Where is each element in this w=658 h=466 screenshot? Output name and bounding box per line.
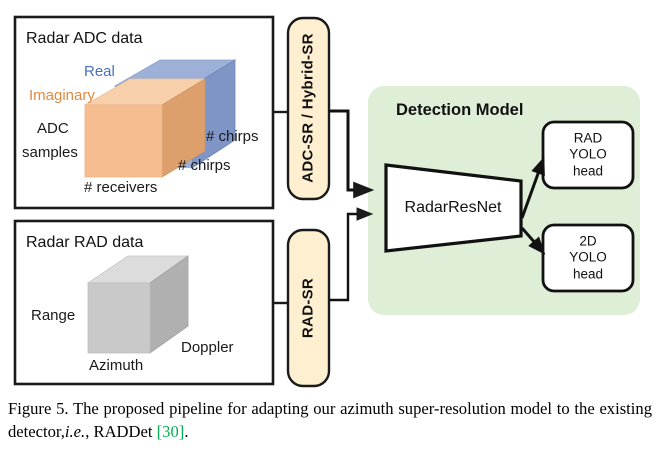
- figure-diagram: Radar ADC data Real Imaginary ADC sample…: [13, 15, 640, 388]
- label-receivers: # receivers: [84, 179, 158, 196]
- label-adc-samples-line2: samples: [22, 144, 78, 161]
- adc-panel-title: Radar ADC data: [26, 30, 143, 47]
- rad-yolo-head-label: RAD YOLO head: [569, 130, 607, 179]
- pill-adc-sr-hybrid-sr[interactable]: [286, 16, 331, 201]
- label-real: Real: [84, 63, 115, 80]
- caption-italic: i.e.: [64, 421, 86, 441]
- yolo-2d-head-line3: head: [572, 266, 604, 282]
- label-azimuth: Azimuth: [89, 357, 144, 374]
- label-range: Range: [31, 307, 76, 324]
- rad-panel-title: Radar RAD data: [26, 234, 144, 251]
- caption-prefix: Figure 5.: [8, 399, 69, 418]
- yolo-2d-head-line1: 2D: [579, 233, 597, 249]
- rad-data-panel: [13, 219, 275, 386]
- connector-lines: [273, 110, 288, 305]
- caption-suffix: .: [184, 421, 189, 441]
- rad-yolo-head-line1: RAD: [573, 130, 603, 146]
- rad-cube: [86, 255, 190, 354]
- label-doppler: Doppler: [181, 339, 234, 356]
- adc-imaginary-cube: [83, 78, 207, 178]
- label-adc-samples-line1: ADC: [37, 120, 69, 137]
- caption-body-1: The proposed pipeline for adapting our a…: [8, 399, 652, 441]
- rad-yolo-head-box[interactable]: [541, 120, 635, 190]
- label-chirps-lower: # chirps: [178, 157, 231, 174]
- rad-yolo-head-line3: head: [572, 163, 604, 179]
- yolo-2d-head-box[interactable]: [541, 223, 635, 293]
- detection-model-title: Detection Model: [396, 101, 524, 119]
- radar-resnet-block[interactable]: [384, 163, 523, 253]
- label-imaginary: Imaginary: [29, 87, 95, 104]
- pill-rad-sr[interactable]: [286, 228, 331, 388]
- diagram-canvas: [13, 15, 640, 388]
- yolo-2d-head-label: 2D YOLO head: [569, 233, 607, 282]
- label-chirps-upper: # chirps: [206, 128, 259, 145]
- pill-adc-sr-hybrid-sr-label: ADC-SR / Hybrid-SR: [299, 33, 317, 183]
- caption-body-2: , RADDet: [85, 421, 153, 441]
- head-arrows: [520, 156, 546, 255]
- yolo-2d-head-line2: YOLO: [569, 249, 607, 265]
- caption-citation[interactable]: [30]: [156, 421, 185, 441]
- figure-caption: Figure 5. The proposed pipeline for adap…: [8, 398, 652, 443]
- rad-yolo-head-line2: YOLO: [569, 146, 607, 162]
- pipeline-arrows: [329, 109, 375, 302]
- pill-rad-sr-label: RAD-SR: [299, 277, 317, 339]
- radar-resnet-label: RadarResNet: [404, 199, 502, 216]
